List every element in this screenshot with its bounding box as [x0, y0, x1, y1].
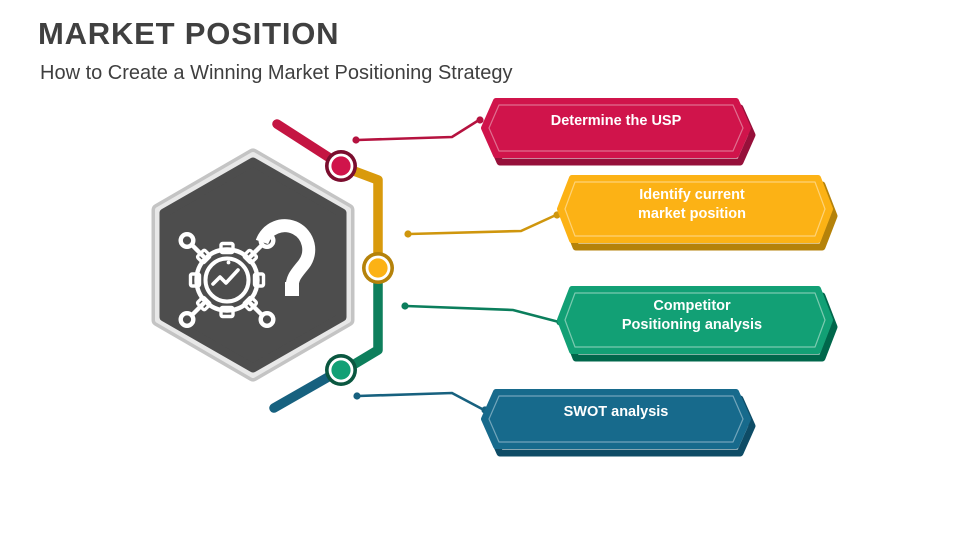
connector-spine [269, 119, 394, 413]
badge-usp[interactable] [481, 98, 756, 166]
spine-node-usp[interactable] [325, 150, 357, 182]
spine-trunk-identify [341, 163, 383, 263]
page-title: MARKET POSITION [38, 16, 340, 51]
badge-competitor-inner-line [564, 292, 826, 348]
page-subtitle: How to Create a Winning Market Positioni… [40, 62, 513, 84]
leader-lines [352, 116, 564, 414]
badge-swot[interactable] [481, 389, 756, 457]
leader-line-competitor [401, 302, 564, 326]
spine-stub-usp [272, 119, 341, 167]
center-hexagon-highlight-ring [155, 152, 351, 378]
leader-line-usp [352, 116, 484, 144]
spine-trunk-competitor [343, 273, 383, 373]
badge-usp-inner-line [488, 104, 744, 152]
spine-node-identify[interactable] [362, 252, 394, 284]
badge-identify-fill [557, 175, 833, 243]
trend-line-icon [211, 268, 240, 286]
gear-analytics-question-icon [178, 219, 316, 329]
badge-competitor[interactable] [557, 286, 838, 362]
leader-line-swot [353, 391, 489, 414]
leader-line-identify [404, 211, 561, 238]
badge-usp-fill [481, 98, 751, 158]
question-mark-icon [255, 219, 316, 296]
badge-identify-inner-line [564, 181, 826, 237]
gear-icon [188, 241, 266, 319]
badge-identify[interactable] [557, 175, 838, 251]
badge-swot-fill [481, 389, 751, 449]
badge-swot-inner-line [488, 395, 744, 443]
spine-stub-swot [269, 371, 335, 413]
spine-node-competitor[interactable] [325, 354, 357, 386]
badge-competitor-fill [557, 286, 833, 354]
